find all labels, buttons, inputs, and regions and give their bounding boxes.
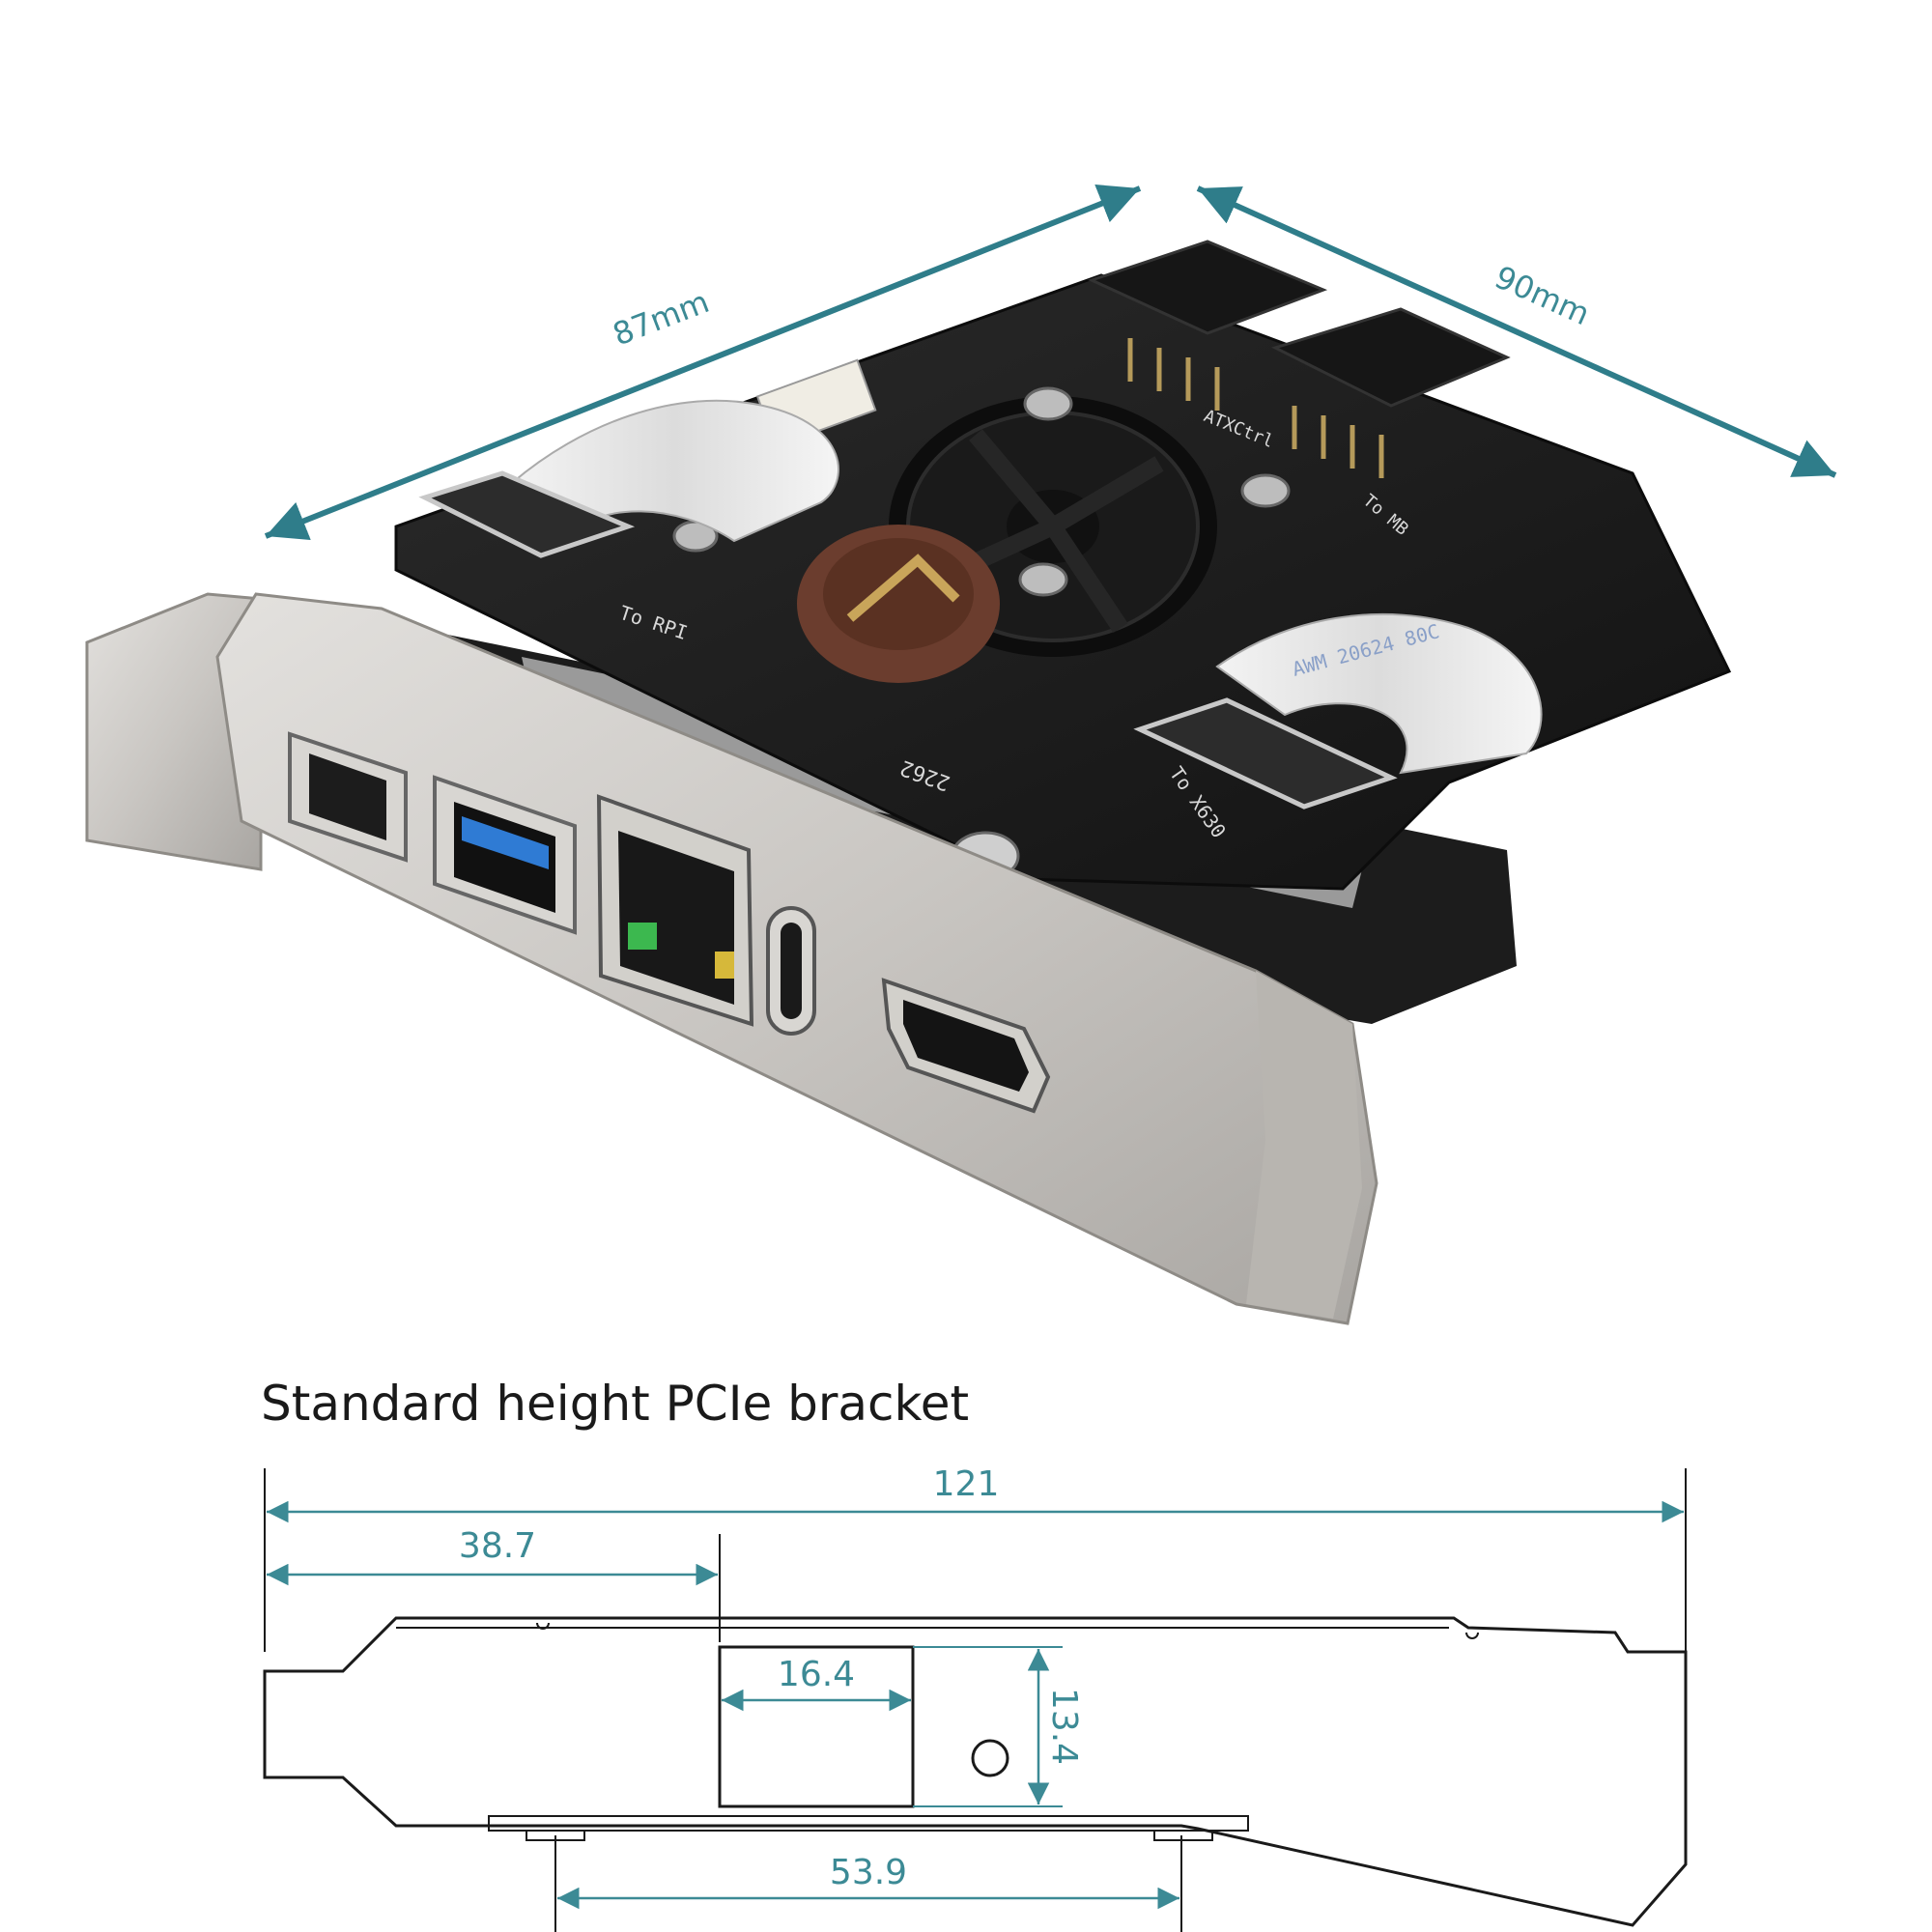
battery-holder <box>797 525 1000 683</box>
tab-spacing-dimension-label: 53.9 <box>830 1853 907 1892</box>
usbc-port <box>766 906 816 1036</box>
bottom-tab-strip <box>488 1815 1249 1832</box>
io-ports <box>288 731 1051 1114</box>
bottom-tab-left <box>526 1830 585 1841</box>
drawing-title: Standard height PCIe bracket <box>261 1376 969 1432</box>
window-height-dimension-label: 13.4 <box>1044 1688 1084 1765</box>
hdmi-port <box>881 978 1051 1114</box>
usb2-port <box>288 731 408 863</box>
bracket-drawing: 121 38.7 16.4 13.4 53.9 <box>263 1464 1688 1932</box>
overall-dimension-label: 121 <box>933 1464 1000 1504</box>
width-dimension-label: 90mm <box>1490 259 1596 333</box>
product-photo: AWM 20624 80C To RPI To X630 To MB ATXCt… <box>85 185 1837 1325</box>
mounting-hole <box>971 1739 1009 1777</box>
usb3-port <box>433 775 577 935</box>
length-dimension-arrow <box>264 185 1142 540</box>
bracket-outline <box>263 1616 1688 1927</box>
offset-dimension-label: 38.7 <box>459 1526 536 1566</box>
window-width-dimension-label: 16.4 <box>778 1655 855 1694</box>
rj45-port <box>596 794 754 1027</box>
length-dimension-label: 87mm <box>608 283 714 353</box>
bottom-tab-right <box>1153 1830 1213 1841</box>
window-height-extension <box>913 1646 1063 1807</box>
window-cutout <box>718 1645 915 1808</box>
width-dimension-arrow <box>1196 185 1837 478</box>
ribbon-cable-right <box>1215 612 1543 775</box>
